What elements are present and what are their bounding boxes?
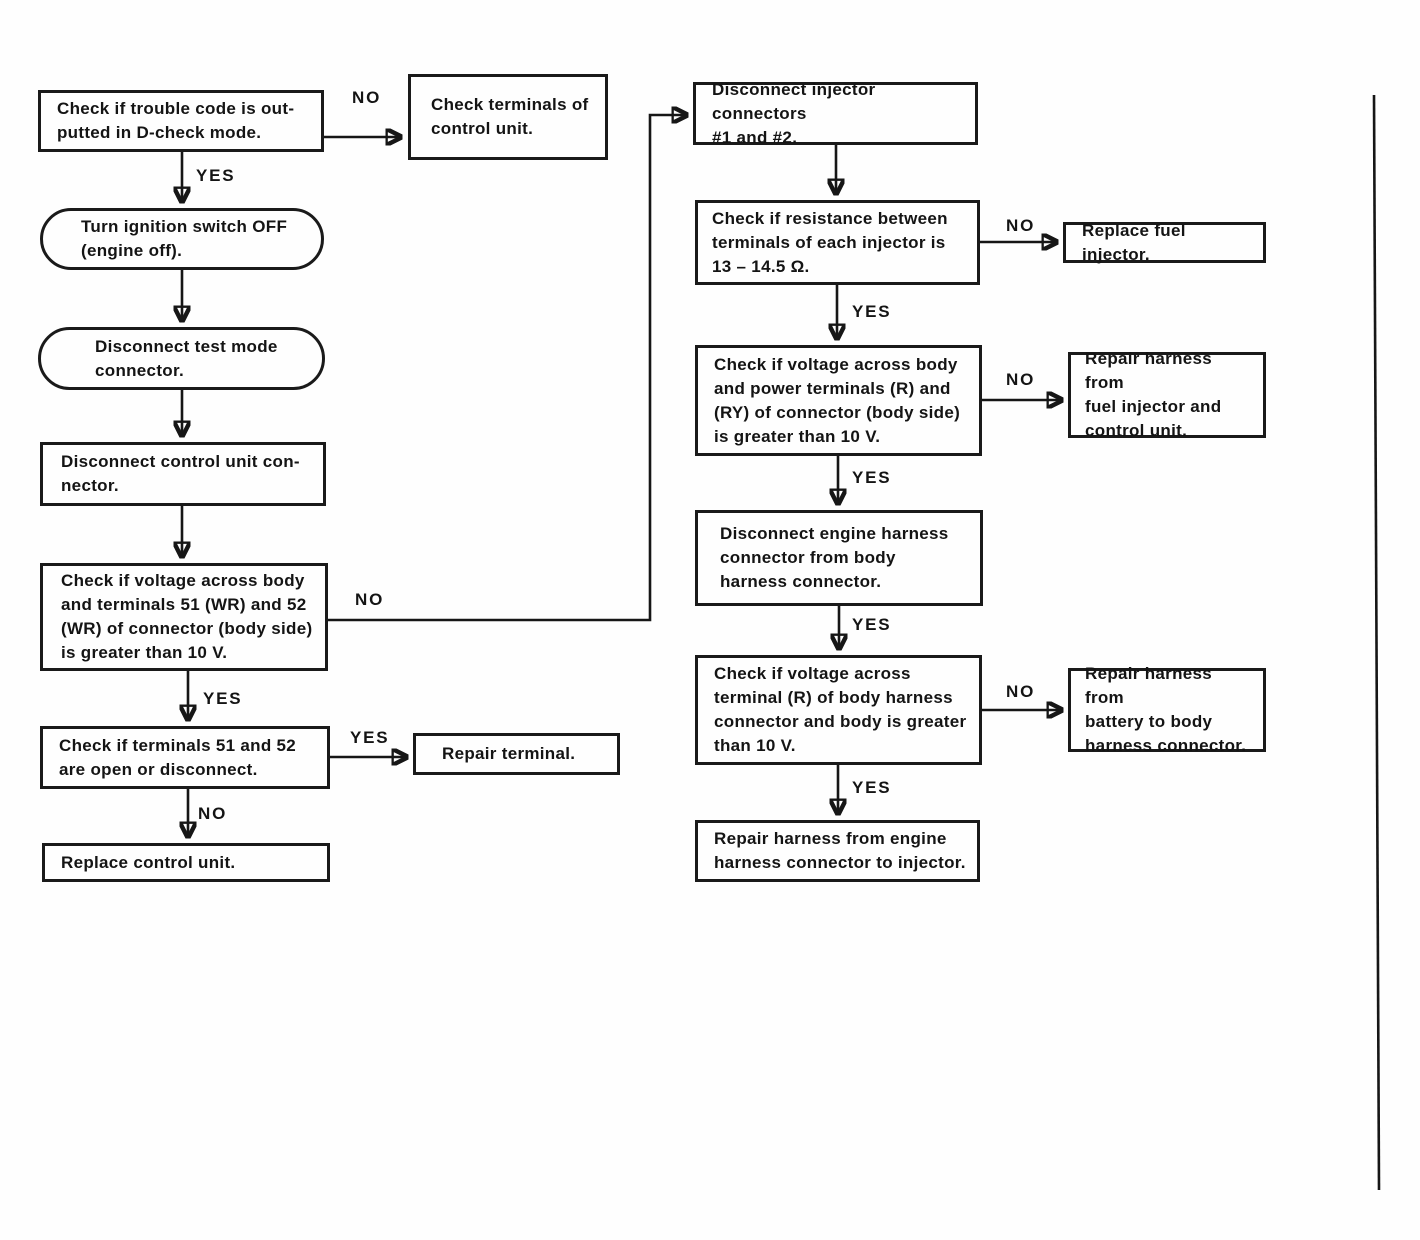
edge-label-terminals-yes: YES (350, 728, 390, 747)
node-replace-control-unit: Replace control unit. (42, 843, 330, 882)
edge-label-terminalr-yes: YES (852, 778, 892, 797)
node-check-voltage-terminal-r: Check if voltage across terminal (R) of … (695, 655, 982, 765)
node-repair-harness-engine: Repair harness from engine harness conne… (695, 820, 980, 882)
node-turn-ignition-off: Turn ignition switch OFF (engine off). (40, 208, 324, 270)
edge-label-trouble-no: NO (352, 88, 382, 107)
node-repair-terminal: Repair terminal. (413, 733, 620, 775)
node-check-injector-resistance: Check if resistance between terminals of… (695, 200, 980, 285)
node-check-voltage-51-52: Check if voltage across body and termina… (40, 563, 328, 671)
edge-label-terminalr-no: NO (1006, 682, 1036, 701)
edge-label-resistance-yes: YES (852, 302, 892, 321)
node-check-terminals-51-52-open: Check if terminals 51 and 52 are open or… (40, 726, 330, 789)
node-disconnect-test-mode: Disconnect test mode connector. (38, 327, 325, 390)
node-check-terminals-control-unit: Check terminals of control unit. (408, 74, 608, 160)
edge-label-voltage-yes: YES (203, 689, 243, 708)
edge-voltage-no-to-right-column (328, 115, 686, 622)
edge-label-powerterm-no: NO (1006, 370, 1036, 389)
node-disconnect-injector-connectors: Disconnect injector connectors #1 and #2… (693, 80, 978, 147)
node-repair-harness-battery: Repair harness from battery to body harn… (1068, 664, 1266, 755)
edge-label-resistance-no: NO (1006, 216, 1036, 235)
node-repair-harness-fuel-injector: Repair harness from fuel injector and co… (1068, 349, 1266, 440)
edge-label-terminals-no: NO (198, 804, 228, 823)
edge-label-trouble-yes: YES (196, 166, 236, 185)
node-replace-fuel-injector: Replace fuel injector. (1063, 221, 1266, 264)
edge-label-engineharness-yes: YES (852, 615, 892, 634)
node-disconnect-engine-harness: Disconnect engine harness connector from… (695, 510, 983, 606)
edge-label-voltage-no: NO (355, 590, 385, 609)
edge-label-powerterm-yes: YES (852, 468, 892, 487)
node-check-voltage-power-terminals: Check if voltage across body and power t… (695, 345, 982, 456)
page-edge-line (1372, 94, 1381, 1191)
node-disconnect-control-unit-connector: Disconnect control unit con- nector. (40, 442, 326, 506)
node-check-trouble-code: Check if trouble code is out- putted in … (38, 90, 324, 152)
